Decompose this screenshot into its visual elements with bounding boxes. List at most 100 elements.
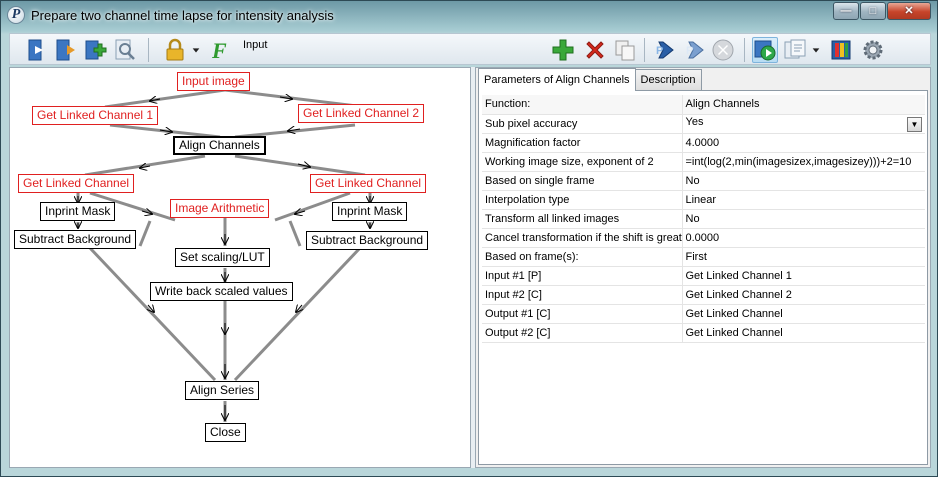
property-value[interactable]: No bbox=[682, 209, 925, 229]
copy-icon[interactable] bbox=[612, 37, 638, 63]
node-inprint-mask-left[interactable]: Inprint Mask bbox=[40, 202, 116, 221]
property-value[interactable]: ▼Yes bbox=[682, 114, 925, 134]
node-input-image[interactable]: Input image bbox=[177, 72, 250, 91]
property-key: Cancel transformation if the shift is gr… bbox=[482, 228, 683, 248]
arrowhead bbox=[288, 129, 301, 131]
node-align-channels[interactable]: Align Channels bbox=[173, 136, 266, 155]
property-value-text: Get Linked Channel bbox=[685, 326, 783, 339]
property-value[interactable]: No bbox=[682, 171, 925, 191]
toolbar: F Input P P bbox=[9, 33, 931, 65]
node-set-scaling-lut[interactable]: Set scaling/LUT bbox=[175, 248, 270, 267]
display-icon[interactable] bbox=[828, 37, 854, 63]
property-value-text: No bbox=[685, 174, 700, 187]
property-key: Based on single frame bbox=[482, 171, 683, 191]
property-value[interactable]: Get Linked Channel 1 bbox=[682, 266, 925, 286]
window-title: Prepare two channel time lapse for inten… bbox=[31, 8, 334, 23]
property-row[interactable]: Sub pixel accuracy▼Yes bbox=[482, 114, 925, 134]
property-value[interactable]: 0.0000 bbox=[682, 228, 925, 248]
arrowhead bbox=[148, 305, 154, 312]
maximize-button[interactable]: □ bbox=[860, 2, 886, 20]
panel-splitter[interactable] bbox=[471, 67, 475, 468]
connector bbox=[104, 88, 226, 109]
property-row[interactable]: Cancel transformation if the shift is gr… bbox=[482, 228, 925, 248]
node-get-linked-channel-1[interactable]: Get Linked Channel 1 bbox=[32, 106, 159, 125]
connector bbox=[84, 154, 206, 177]
minimize-button[interactable]: — bbox=[833, 2, 859, 20]
property-key: Interpolation type bbox=[482, 190, 683, 210]
tab-description[interactable]: Description bbox=[634, 69, 702, 90]
property-row[interactable]: Function:Align Channels bbox=[482, 95, 925, 115]
node-get-linked-channel-2[interactable]: Get Linked Channel 2 bbox=[298, 104, 425, 123]
property-key: Output #1 [C] bbox=[482, 304, 683, 324]
node-align-series[interactable]: Align Series bbox=[185, 381, 260, 400]
property-row[interactable]: Based on frame(s):First bbox=[482, 247, 925, 267]
delete-icon[interactable] bbox=[582, 37, 608, 63]
node-inprint-mask-right[interactable]: Inprint Mask bbox=[332, 202, 408, 221]
property-value[interactable]: =int(log(2,min(imagesizex,imagesizey)))+… bbox=[682, 152, 925, 172]
tab-parameters[interactable]: Parameters of Align Channels bbox=[478, 68, 636, 91]
property-value[interactable]: 4.0000 bbox=[682, 133, 925, 153]
svg-text:P: P bbox=[686, 45, 693, 57]
arrowhead bbox=[295, 211, 306, 214]
arrowhead bbox=[297, 164, 310, 167]
connector bbox=[288, 220, 302, 247]
add-icon[interactable] bbox=[550, 37, 576, 63]
node-get-linked-channel-left[interactable]: Get Linked Channel bbox=[18, 174, 135, 193]
toolbar-separator bbox=[744, 38, 745, 62]
formula-icon[interactable]: F bbox=[208, 37, 234, 63]
property-value[interactable]: Get Linked Channel bbox=[682, 304, 925, 324]
node-get-linked-channel-right[interactable]: Get Linked Channel bbox=[310, 174, 427, 193]
property-key: Transform all linked images bbox=[482, 209, 683, 229]
close-button[interactable]: ✕ bbox=[887, 2, 931, 20]
run-step-icon[interactable]: P bbox=[682, 37, 708, 63]
execute-icon[interactable] bbox=[752, 37, 778, 63]
search-icon[interactable] bbox=[112, 37, 138, 63]
arrowhead bbox=[159, 130, 172, 132]
flowchart-canvas[interactable]: Input image Get Linked Channel 1 Get Lin… bbox=[9, 67, 471, 468]
property-value-text: Get Linked Channel bbox=[685, 307, 783, 320]
node-subtract-background-left[interactable]: Subtract Background bbox=[14, 230, 137, 249]
property-value[interactable]: Align Channels bbox=[682, 95, 925, 115]
property-value[interactable]: Get Linked Channel bbox=[682, 323, 925, 343]
property-row[interactable]: Output #1 [C]Get Linked Channel bbox=[482, 304, 925, 324]
import-icon[interactable] bbox=[24, 37, 50, 63]
property-value-text: =int(log(2,min(imagesizex,imagesizey)))+… bbox=[685, 155, 912, 168]
node-subtract-background-right[interactable]: Subtract Background bbox=[306, 231, 429, 250]
property-key: Input #1 [P] bbox=[482, 266, 683, 286]
node-write-back-scaled-values[interactable]: Write back scaled values bbox=[150, 282, 293, 301]
property-row[interactable]: Input #1 [P]Get Linked Channel 1 bbox=[482, 266, 925, 286]
property-row[interactable]: Working image size, exponent of 2=int(lo… bbox=[482, 152, 925, 172]
add-module-icon[interactable] bbox=[82, 37, 108, 63]
settings-icon[interactable] bbox=[860, 37, 886, 63]
property-value[interactable]: Get Linked Channel 2 bbox=[682, 285, 925, 305]
property-row[interactable]: Input #2 [C]Get Linked Channel 2 bbox=[482, 285, 925, 305]
stop-icon[interactable] bbox=[710, 37, 736, 63]
dropdown-arrow-icon[interactable] bbox=[190, 37, 202, 63]
dropdown-arrow-icon[interactable] bbox=[810, 37, 822, 63]
property-value[interactable]: Linear bbox=[682, 190, 925, 210]
arrowhead bbox=[141, 211, 152, 214]
property-value-text: 4.0000 bbox=[685, 136, 720, 149]
property-value-text: First bbox=[685, 250, 707, 263]
lock-icon[interactable] bbox=[162, 37, 188, 63]
node-close[interactable]: Close bbox=[205, 423, 246, 442]
dropdown-arrow-icon[interactable]: ▼ bbox=[907, 116, 922, 132]
property-row[interactable]: Output #2 [C]Get Linked Channel bbox=[482, 323, 925, 343]
svg-text:P: P bbox=[656, 45, 663, 57]
arrowhead bbox=[150, 99, 161, 101]
window-controls: — □ ✕ bbox=[832, 2, 931, 20]
view-options-icon[interactable] bbox=[782, 37, 808, 63]
export-icon[interactable] bbox=[52, 37, 78, 63]
property-key: Output #2 [C] bbox=[482, 323, 683, 343]
title-bar[interactable]: P Prepare two channel time lapse for int… bbox=[1, 1, 937, 31]
property-value[interactable]: First bbox=[682, 247, 925, 267]
property-key: Based on frame(s): bbox=[482, 247, 683, 267]
run-icon[interactable]: P bbox=[652, 37, 678, 63]
node-image-arithmetic[interactable]: Image Arithmetic bbox=[170, 199, 270, 218]
